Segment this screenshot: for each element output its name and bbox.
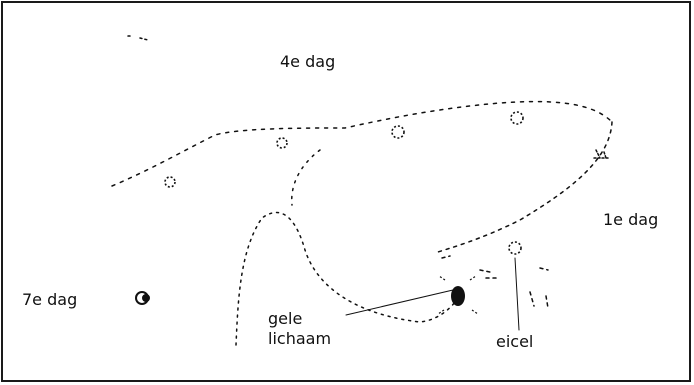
oviduct-right-path <box>437 121 613 253</box>
uterus-arch-path <box>235 211 461 346</box>
label-day-7: 7e dag <box>22 290 78 309</box>
oviduct-upper-path <box>111 100 613 187</box>
label-corpus-line1: gele <box>268 309 303 328</box>
label-corpus-luteum: gele lichaam <box>268 309 331 349</box>
egg-cell-circle <box>508 241 522 255</box>
egg-leader-line <box>514 257 520 331</box>
label-egg-cell: eicel <box>496 332 534 351</box>
embryo-stage-mid <box>391 125 405 139</box>
label-day-1: 1e dag <box>603 210 659 229</box>
embryo-stage-right <box>510 111 524 125</box>
fimbria-marks <box>593 149 611 159</box>
embryo-stage-day4 <box>276 137 288 149</box>
ovary-dots <box>441 255 549 309</box>
corpus-leader-line <box>345 289 454 316</box>
oviduct-inner-path <box>291 149 321 206</box>
label-corpus-line2: lichaam <box>268 329 332 348</box>
label-day-4: 4e dag <box>280 52 336 71</box>
embryo-stage-left <box>164 176 176 188</box>
corpus-luteum <box>451 286 465 306</box>
speckle-marks <box>127 35 149 41</box>
blastocyst-day7 <box>135 291 150 305</box>
